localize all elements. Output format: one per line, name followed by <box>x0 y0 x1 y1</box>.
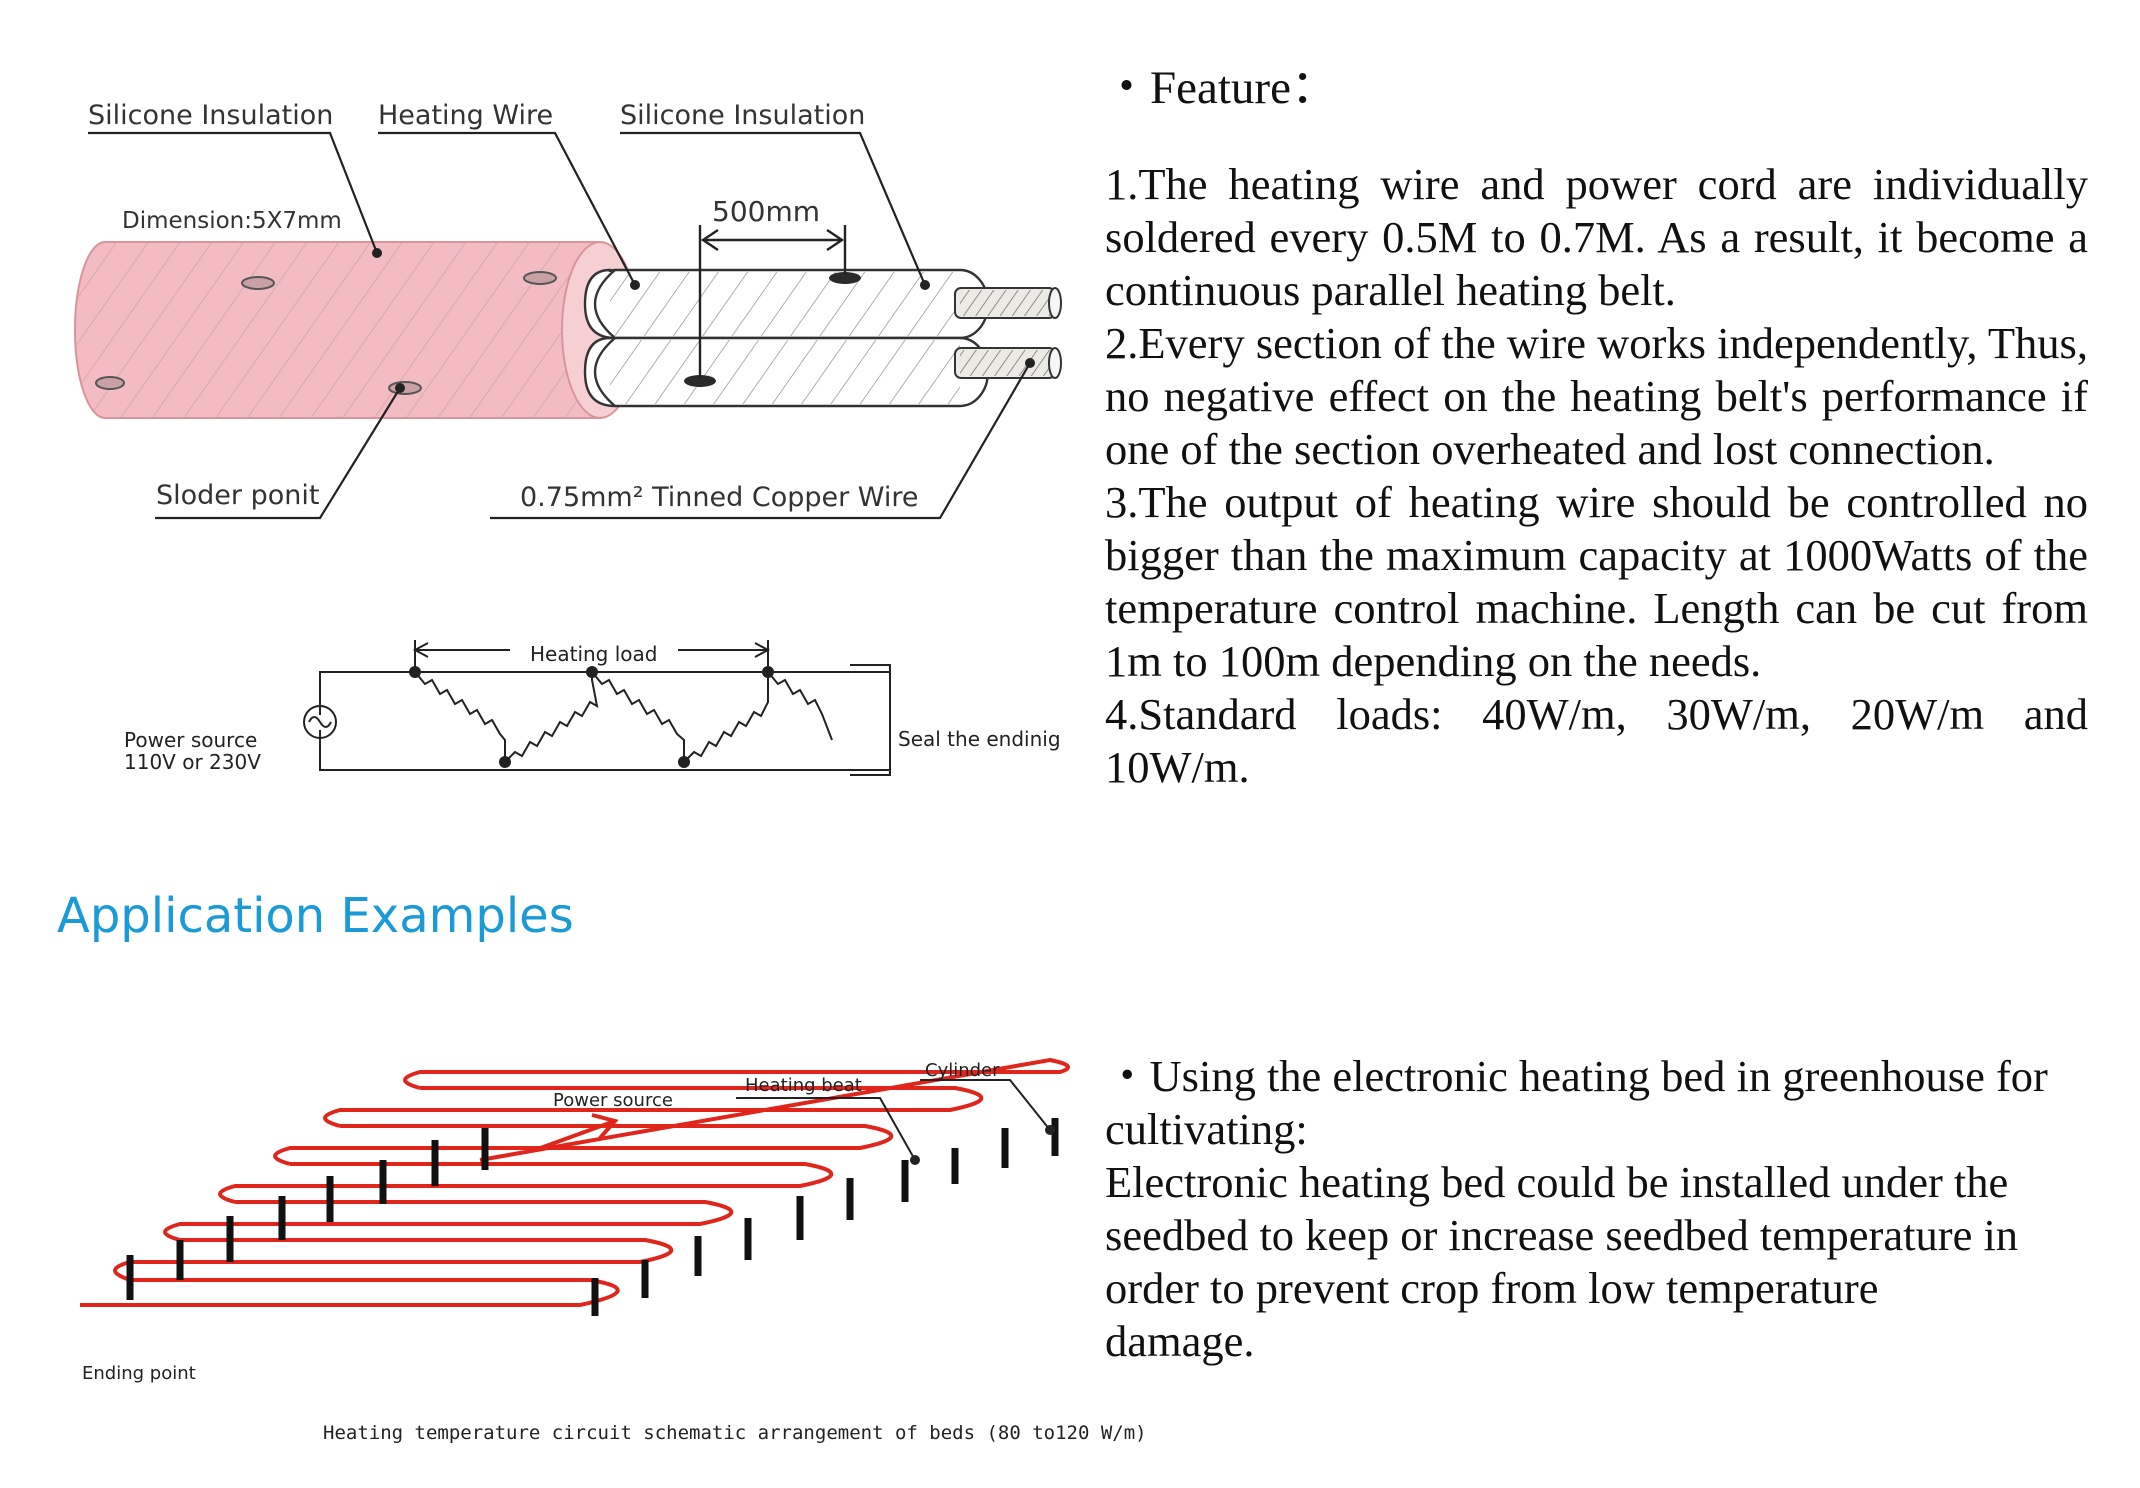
greenhouse-heading: ・Using the electronic heating bed in gre… <box>1105 1051 2048 1154</box>
label-voltage: 110V or 230V <box>124 750 261 774</box>
label-silicone-insulation-right: Silicone Insulation <box>620 100 866 131</box>
label-ending-point: Ending point <box>82 1363 196 1384</box>
feature-title: ・Feature： <box>1103 62 1338 114</box>
greenhouse-text: Electronic heating bed could be installe… <box>1105 1157 2019 1366</box>
label-seal-end: Seal the endinig <box>898 727 1061 751</box>
label-silicone-insulation-left: Silicone Insulation <box>88 100 334 131</box>
leader-lines <box>88 131 1031 520</box>
feature-list: 1.The heating wire and power cord are in… <box>1105 158 2088 794</box>
label-heating-beat: Heating beat <box>745 1075 862 1096</box>
circuit-diagram <box>303 640 891 776</box>
label-cylinder: Cylinder <box>925 1060 1000 1081</box>
feature-item-2: 2.Every section of the wire works indepe… <box>1105 318 2088 474</box>
power-source-arrow <box>534 1113 619 1152</box>
feature-item-3: 3.The output of heating wire should be c… <box>1105 477 2088 686</box>
label-power-source: Power source <box>124 728 258 752</box>
feature-item-4: 4.Standard loads: 40W/m, 30W/m, 20W/m an… <box>1105 689 2088 792</box>
feature-item-1: 1.The heating wire and power cord are in… <box>1105 159 2088 315</box>
cylinders <box>126 1118 1059 1316</box>
bed-diagram-caption: Heating temperature circuit schematic ar… <box>323 1422 1147 1444</box>
heating-bed-diagram <box>80 1057 1070 1316</box>
greenhouse-section: ・Using the electronic heating bed in gre… <box>1105 1050 2088 1368</box>
cable-diagram <box>74 131 1062 520</box>
label-spacing: 500mm <box>712 195 820 228</box>
label-dimension: Dimension:5X7mm <box>122 208 342 234</box>
heating-wire-loops <box>80 1057 1070 1307</box>
label-bed-power-source: Power source <box>553 1090 673 1111</box>
label-heating-wire: Heating Wire <box>378 100 554 131</box>
label-copper-wire: 0.75mm² Tinned Copper Wire <box>520 482 919 513</box>
label-heating-load: Heating load <box>530 642 658 666</box>
label-solder-point: Sloder ponit <box>156 480 320 511</box>
application-title: Application Examples <box>57 888 574 944</box>
spacing-dimension <box>698 225 847 378</box>
inner-wires <box>583 268 1062 408</box>
